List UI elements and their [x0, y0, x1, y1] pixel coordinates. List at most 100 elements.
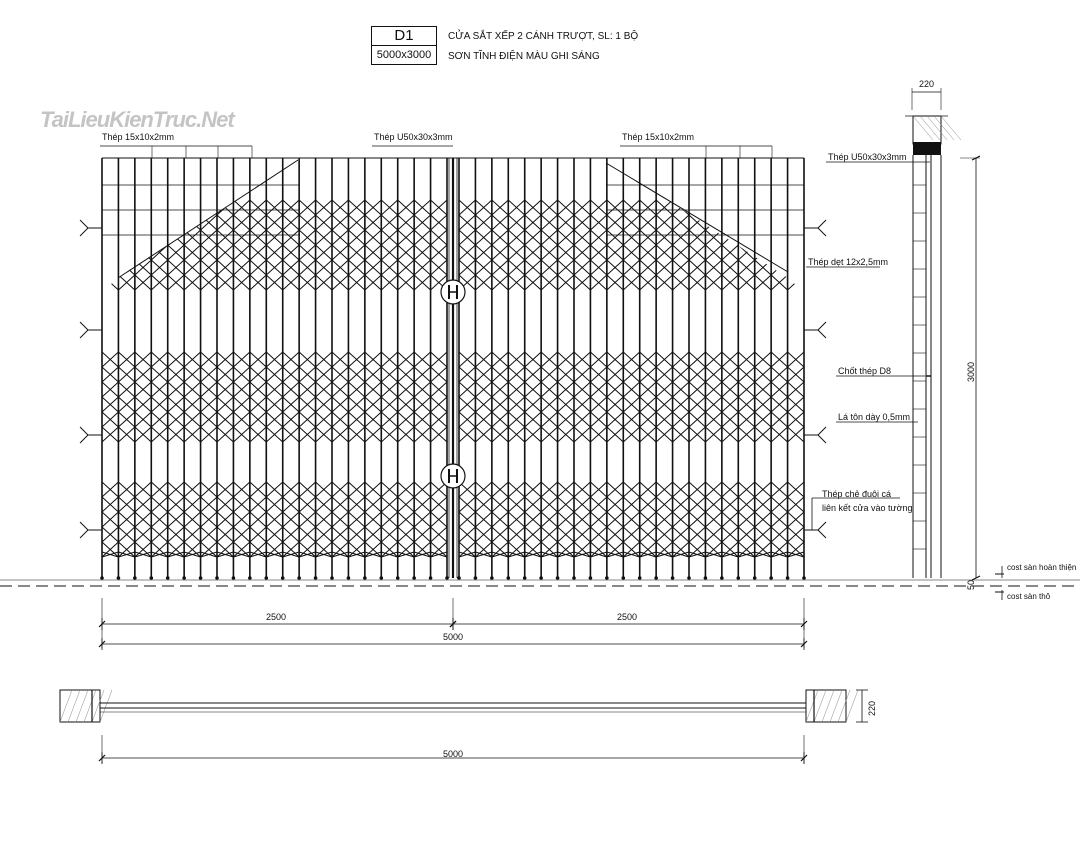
- lattice-link: [150, 541, 169, 558]
- lattice-link: [688, 481, 707, 513]
- lattice-link: [150, 481, 169, 513]
- lattice-link: [556, 411, 575, 443]
- lattice-link: [622, 351, 641, 383]
- bar-wheel: [555, 576, 560, 580]
- bar-wheel: [231, 576, 236, 580]
- bar-wheel: [297, 576, 301, 580]
- lattice-link: [507, 381, 526, 413]
- lattice-link: [458, 481, 477, 513]
- lattice-link: [102, 199, 119, 231]
- lattice-link: [523, 199, 542, 231]
- lattice-link: [540, 229, 559, 261]
- lattice-link: [298, 481, 317, 513]
- lattice-link: [737, 511, 756, 543]
- wall-hatch: [821, 689, 835, 723]
- lattice-link: [671, 381, 690, 413]
- lattice-link: [770, 541, 788, 558]
- lattice-link: [430, 481, 448, 513]
- lattice-link: [183, 481, 201, 513]
- lattice-link: [655, 259, 673, 291]
- lattice-link: [672, 511, 690, 543]
- lattice-link: [364, 351, 382, 383]
- wall-anchor-tail: [79, 434, 89, 444]
- dim-slash: [449, 620, 457, 628]
- lattice-link: [216, 381, 234, 413]
- label-u-channel: Thép U50x30x3mm: [828, 152, 907, 162]
- lattice-link: [397, 229, 415, 261]
- lattice-link: [429, 199, 448, 231]
- lattice-link: [786, 229, 804, 261]
- lattice-link: [737, 541, 756, 558]
- lattice-link: [557, 381, 575, 413]
- lattice-link: [590, 511, 608, 543]
- lattice-link: [166, 351, 185, 383]
- lattice-link: [233, 229, 251, 261]
- lattice-link: [134, 481, 152, 513]
- lattice-link: [183, 511, 202, 543]
- bar-wheel: [473, 576, 478, 580]
- lattice-link: [606, 351, 624, 383]
- bar-wheel: [522, 576, 527, 580]
- lattice-link: [314, 351, 333, 383]
- lattice-link: [737, 351, 756, 383]
- label-flat-bar: Thép dẹt 12x2,5mm: [808, 257, 889, 267]
- lattice-link: [134, 259, 153, 291]
- lattice-link: [573, 541, 591, 558]
- bar-wheel: [506, 576, 511, 580]
- lattice-link: [331, 259, 350, 291]
- lattice-link: [786, 481, 805, 513]
- lattice-link: [688, 259, 706, 291]
- lattice-link: [364, 511, 382, 543]
- lattice-link: [265, 381, 284, 413]
- lattice-link: [787, 351, 805, 383]
- lattice-link: [134, 229, 152, 261]
- lattice-link: [672, 541, 690, 558]
- lattice-link: [474, 411, 493, 443]
- lattice-link: [721, 481, 740, 513]
- lattice-link: [622, 199, 641, 231]
- lattice-link: [183, 411, 201, 443]
- wall-hatch: [912, 115, 934, 141]
- lattice-link: [396, 481, 415, 513]
- lattice-link: [265, 541, 284, 558]
- lattice-link: [622, 381, 641, 413]
- lattice-link: [233, 411, 251, 443]
- lattice-link: [380, 381, 399, 413]
- bar-wheel: [769, 576, 773, 580]
- lattice-link: [573, 381, 592, 413]
- lattice-link: [413, 541, 431, 558]
- lattice-link: [150, 511, 169, 543]
- lattice-link: [331, 411, 350, 443]
- lattice-link: [265, 229, 284, 261]
- lattice-link: [200, 411, 218, 443]
- lattice-link: [786, 199, 804, 231]
- lattice-link: [200, 229, 218, 261]
- dim-right-leaf: 2500: [617, 612, 638, 622]
- scissor-lattice-band: [102, 199, 448, 291]
- bar-wheel: [149, 576, 154, 580]
- lattice-link: [364, 229, 382, 261]
- bar-wheel: [100, 576, 104, 580]
- lattice-link: [233, 481, 251, 513]
- bar-wheel: [670, 576, 675, 580]
- lattice-link: [298, 229, 317, 261]
- lattice-link: [491, 351, 509, 383]
- lattice-link: [166, 259, 185, 291]
- lattice-link: [150, 511, 169, 543]
- lattice-link: [281, 511, 300, 543]
- lattice-link: [183, 541, 201, 558]
- lattice-link: [199, 381, 218, 413]
- lattice-link: [754, 511, 772, 543]
- lattice-link: [589, 411, 608, 443]
- lattice-link: [770, 381, 788, 413]
- lattice-link: [475, 541, 493, 558]
- lattice-link: [540, 411, 558, 443]
- lattice-link: [249, 481, 268, 513]
- lattice-link: [639, 259, 657, 291]
- lattice-link: [507, 229, 526, 261]
- lattice-link: [770, 481, 789, 513]
- lattice-link: [249, 229, 267, 261]
- lattice-link: [753, 381, 772, 413]
- lattice-link: [704, 481, 723, 513]
- lattice-link: [573, 351, 591, 383]
